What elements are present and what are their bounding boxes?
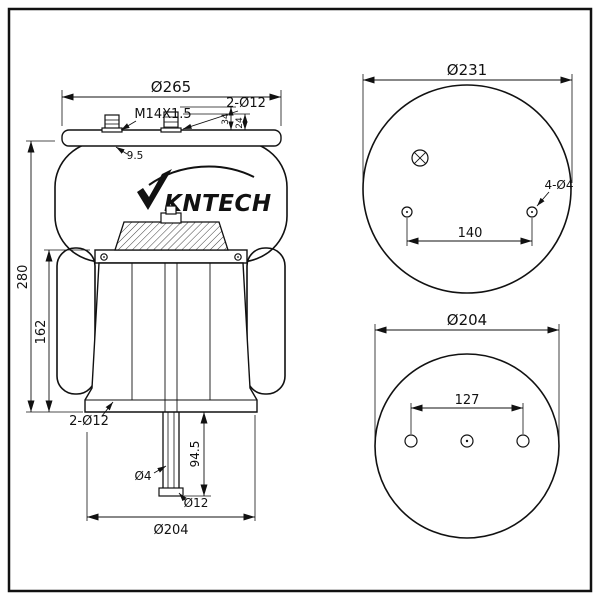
dim-stud-spacing-140: 140 xyxy=(406,218,533,246)
dim-oslash4-label: Ø4 xyxy=(134,469,151,483)
top-view: Ø231 140 4-Ø4 xyxy=(362,61,574,294)
bottom-stem xyxy=(158,412,184,497)
right-stud xyxy=(160,111,182,133)
dim-small-holes: 4-Ø4 xyxy=(536,178,574,207)
base-holes-label: 2-Ø12 xyxy=(69,414,109,429)
dim-280-label: 280 xyxy=(16,265,31,290)
piston xyxy=(84,205,258,413)
dim-stem-diameter: Ø12 xyxy=(178,492,209,510)
holes-4-oslash4-label: 4-Ø4 xyxy=(544,178,573,192)
dim-stud-offset: 9.5 xyxy=(115,146,144,162)
drawing-border xyxy=(7,7,593,593)
piston-top-plate xyxy=(94,249,248,264)
dim-top-view-diameter: Ø231 xyxy=(362,61,573,183)
dim-140-label: 140 xyxy=(458,226,483,241)
stud-height-b-label: 24 xyxy=(235,117,245,129)
bellows-right-lobe xyxy=(246,247,286,395)
base-hole-left xyxy=(404,434,418,448)
dim-stem-length: 94.5 xyxy=(184,412,211,497)
rubber-bumper xyxy=(114,221,229,251)
bottom-view: Ø204 127 xyxy=(374,311,560,539)
piston-body xyxy=(84,262,258,413)
dim-oslash231-label: Ø231 xyxy=(447,61,487,79)
bottom-view-base-circle xyxy=(374,353,560,539)
air-inlet-hole xyxy=(411,149,429,167)
dim-stud-heights: 34 24 xyxy=(180,106,250,131)
thread-label: M14X1.5 xyxy=(134,107,191,122)
dim-top-plate-diameter-label: Ø265 xyxy=(151,78,191,96)
dim-overall-height: 280 xyxy=(16,140,83,413)
dim-air-fitting-thread: M14X1.5 xyxy=(120,107,192,131)
logo-swoosh xyxy=(148,165,255,186)
logo-checkmark-icon xyxy=(137,169,172,210)
studs-label: 2-Ø12 xyxy=(226,96,266,111)
dim-base-holes: 2-Ø12 xyxy=(69,401,114,429)
brand-logo-text: KNTECH xyxy=(164,191,272,217)
dim-base-diameter: Ø204 xyxy=(86,415,256,538)
left-stud xyxy=(101,114,123,133)
top-view-plate-circle xyxy=(362,84,572,294)
dim-stem-hole: Ø4 xyxy=(134,465,167,483)
dim-piston-height: 162 xyxy=(34,249,90,412)
brand-logo: KNTECH xyxy=(137,165,272,217)
dim-oslash204-bottom-label: Ø204 xyxy=(447,311,487,329)
dim-bottom-view-diameter: Ø204 xyxy=(374,311,560,440)
dim-hole-spacing-127: 127 xyxy=(410,393,524,434)
stud-height-a-label: 34 xyxy=(221,113,231,125)
base-hole-right xyxy=(516,434,530,448)
dim-top-plate-diameter: Ø265 xyxy=(61,78,282,126)
dim-127-label: 127 xyxy=(455,393,480,408)
dim-9-5-label: 9.5 xyxy=(127,150,144,162)
dim-94-5-label: 94.5 xyxy=(188,441,202,468)
side-view: KNTECH xyxy=(16,78,288,538)
bellows-left-lobe xyxy=(56,247,96,395)
dim-oslash204-side-label: Ø204 xyxy=(153,523,188,538)
stem-end-cap xyxy=(158,487,184,497)
dim-162-label: 162 xyxy=(34,320,49,345)
center-bolt xyxy=(165,205,177,215)
dim-oslash12-label: Ø12 xyxy=(184,496,209,510)
